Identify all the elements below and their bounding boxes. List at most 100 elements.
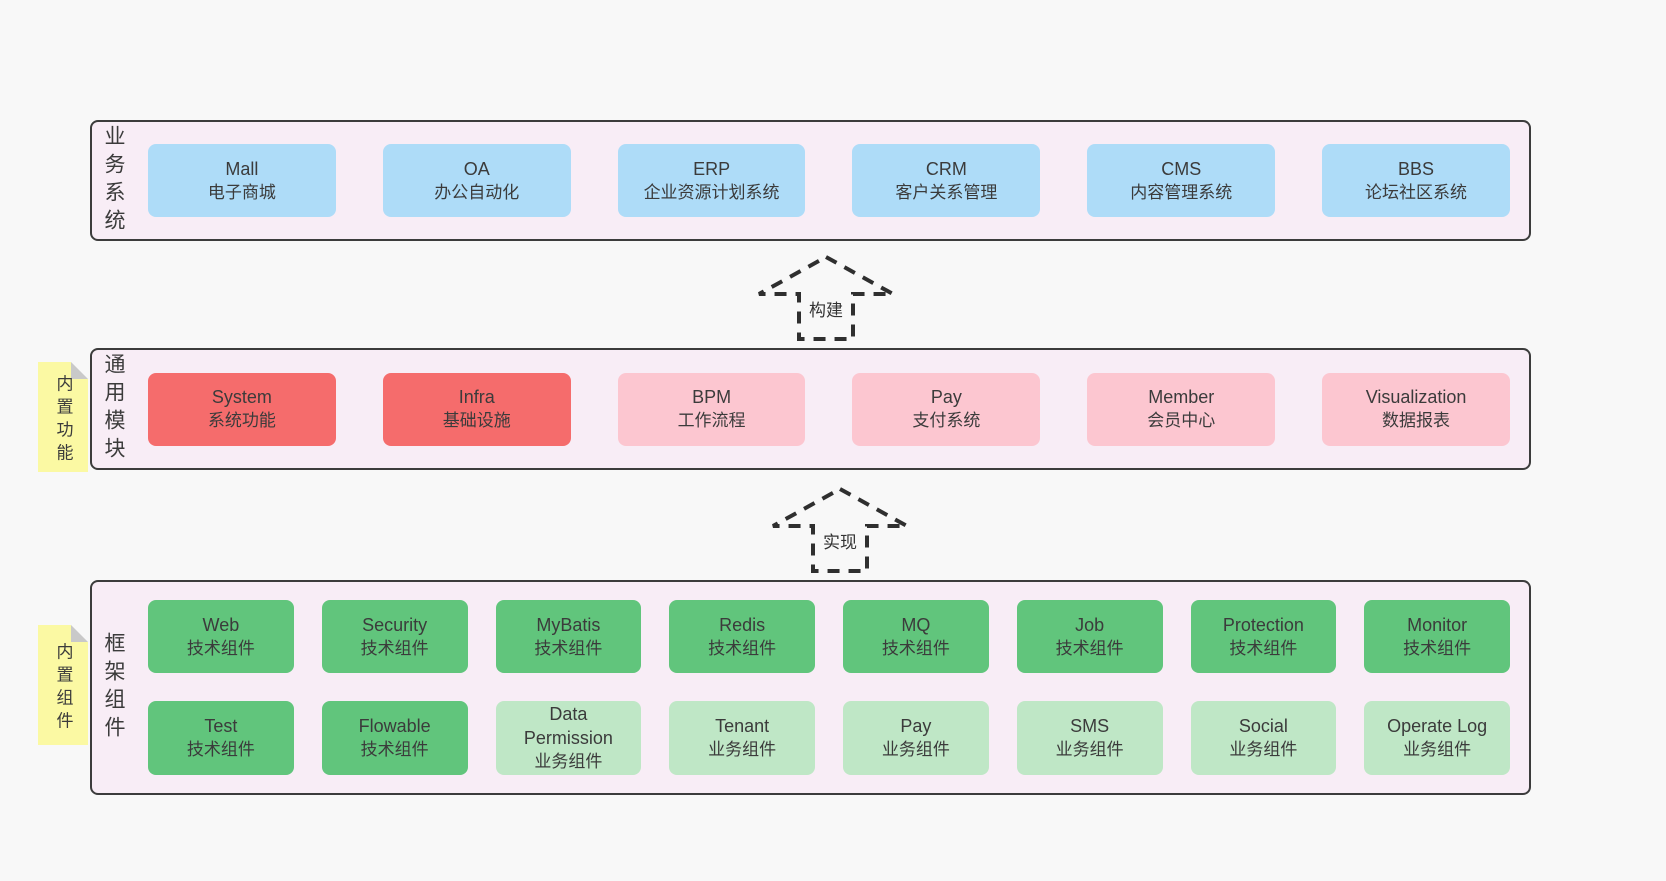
box-subtitle: 技术组件 (360, 740, 429, 759)
box-subtitle: 业务组件 (1229, 740, 1298, 759)
box-operate-log: Operate Log 业务组件 (1364, 701, 1510, 775)
box-title: CRM (925, 158, 967, 179)
box-title: Flowable (358, 716, 431, 736)
layer-label-business-systems: 业务系统 (102, 124, 125, 237)
box-cms: CMS 内容管理系统 (1087, 144, 1276, 217)
business-systems-row: Mall 电子商城 OA 办公自动化 ERP 企业资源计划系统 CRM 客户关系… (148, 122, 1510, 239)
box-redis: Redis 技术组件 (669, 600, 815, 673)
box-title: Redis (719, 614, 766, 635)
layer-business-systems: 业务系统 Mall 电子商城 OA 办公自动化 ERP 企业资源计划系统 CRM… (90, 120, 1531, 241)
box-subtitle: 支付系统 (912, 411, 981, 430)
box-subtitle: 企业资源计划系统 (643, 182, 780, 202)
box-security: Security 技术组件 (321, 600, 468, 673)
layer-label-common-modules: 通用模块 (102, 353, 125, 465)
common-modules-row: System 系统功能 Infra 基础设施 BPM 工作流程 Pay 支付系统… (148, 350, 1510, 468)
builtin-features-note-label: 内置功能 (53, 374, 73, 467)
box-title: Web (202, 614, 240, 635)
box-subtitle: 技术组件 (534, 638, 603, 658)
box-test: Test 技术组件 (148, 701, 294, 775)
box-pay: Pay 支付系统 (852, 372, 1041, 446)
box-title: SMS (1070, 716, 1110, 736)
box-data-permission: Data Permission 业务组件 (495, 701, 642, 775)
box-title: Security (362, 614, 428, 635)
box-title: Tenant (715, 716, 770, 736)
box-title: BBS (1398, 158, 1435, 179)
framework-components-grid: Web 技术组件 Security 技术组件 MyBatis 技术组件 Redi… (148, 582, 1510, 793)
box-subtitle: 技术组件 (1229, 638, 1298, 658)
box-subtitle: 数据报表 (1382, 411, 1451, 430)
box-subtitle: 技术组件 (360, 638, 429, 658)
box-mq: MQ 技术组件 (843, 600, 989, 673)
box-title: Protection (1222, 614, 1304, 635)
box-oa: OA 办公自动化 (382, 144, 571, 217)
box-title: Pay (900, 716, 932, 736)
box-flowable: Flowable 技术组件 (321, 701, 468, 775)
layer-framework-components: 框架组件 Web 技术组件 Security 技术组件 MyBatis 技术组件… (90, 580, 1531, 795)
box-monitor: Monitor 技术组件 (1364, 600, 1510, 673)
box-subtitle: 技术组件 (881, 638, 950, 658)
box-subtitle: 客户关系管理 (895, 182, 998, 202)
box-subtitle: 业务组件 (1403, 740, 1472, 759)
box-subtitle: 业务组件 (1055, 740, 1124, 759)
box-subtitle: 会员中心 (1147, 411, 1216, 430)
box-title: Member (1148, 387, 1215, 407)
box-subtitle: 技术组件 (1055, 638, 1124, 658)
box-title: MyBatis (536, 614, 601, 635)
box-crm: CRM 客户关系管理 (852, 144, 1041, 217)
box-subtitle: 基础设施 (442, 411, 511, 430)
box-subtitle: 技术组件 (708, 638, 777, 658)
box-subtitle: 电子商城 (207, 182, 276, 202)
box-title: Social (1238, 716, 1288, 736)
box-mybatis: MyBatis 技术组件 (495, 600, 642, 673)
box-erp: ERP 企业资源计划系统 (617, 144, 806, 217)
box-mall: Mall 电子商城 (148, 144, 336, 217)
box-subtitle: 工作流程 (677, 411, 746, 430)
box-social: Social 业务组件 (1190, 701, 1337, 775)
box-subtitle: 技术组件 (1403, 638, 1472, 658)
box-title: Infra (458, 387, 495, 407)
box-subtitle: 业务组件 (534, 752, 603, 771)
box-title: Visualization (1365, 387, 1467, 407)
box-title: OA (463, 158, 490, 179)
implement-arrow: 实现 (770, 486, 910, 574)
box-pay-biz: Pay 业务组件 (843, 701, 989, 775)
builtin-components-note: 内置组件 (38, 625, 88, 745)
box-subtitle: 技术组件 (186, 740, 255, 759)
builtin-components-note-label: 内置组件 (53, 642, 73, 735)
box-title: MQ (901, 614, 931, 635)
box-job: Job 技术组件 (1016, 600, 1163, 673)
box-subtitle: 系统功能 (207, 411, 276, 430)
layer-label-framework-components: 框架组件 (102, 631, 125, 744)
box-visualization: Visualization 数据报表 (1322, 372, 1510, 446)
box-title: CMS (1161, 158, 1202, 179)
box-protection: Protection 技术组件 (1190, 600, 1337, 673)
box-bbs: BBS 论坛社区系统 (1322, 144, 1510, 217)
box-subtitle: 内容管理系统 (1130, 182, 1233, 202)
box-subtitle: 业务组件 (881, 740, 950, 759)
box-title: Job (1075, 614, 1105, 635)
box-subtitle: 技术组件 (186, 638, 255, 658)
build-arrow-label: 构建 (806, 295, 846, 322)
box-bpm: BPM 工作流程 (617, 372, 806, 446)
box-title: ERP (693, 158, 731, 179)
box-subtitle: 办公自动化 (434, 182, 520, 202)
box-system: System 系统功能 (148, 372, 336, 446)
box-title: System (211, 387, 272, 407)
build-arrow: 构建 (756, 254, 896, 342)
box-tenant: Tenant 业务组件 (669, 701, 815, 775)
box-title: Monitor (1407, 614, 1468, 635)
box-title: BPM (692, 387, 732, 407)
box-title: Pay (930, 387, 962, 407)
builtin-features-note: 内置功能 (38, 362, 88, 472)
box-title: Operate Log (1387, 716, 1488, 736)
box-member: Member 会员中心 (1087, 372, 1276, 446)
box-title: Test (204, 716, 238, 736)
box-sms: SMS 业务组件 (1016, 701, 1163, 775)
box-infra: Infra 基础设施 (382, 372, 571, 446)
layer-common-modules: 通用模块 System 系统功能 Infra 基础设施 BPM 工作流程 Pay… (90, 348, 1531, 470)
box-title: Mall (225, 158, 259, 179)
implement-arrow-label: 实现 (820, 527, 860, 554)
box-subtitle: 论坛社区系统 (1365, 182, 1468, 202)
box-subtitle: 业务组件 (708, 740, 777, 759)
